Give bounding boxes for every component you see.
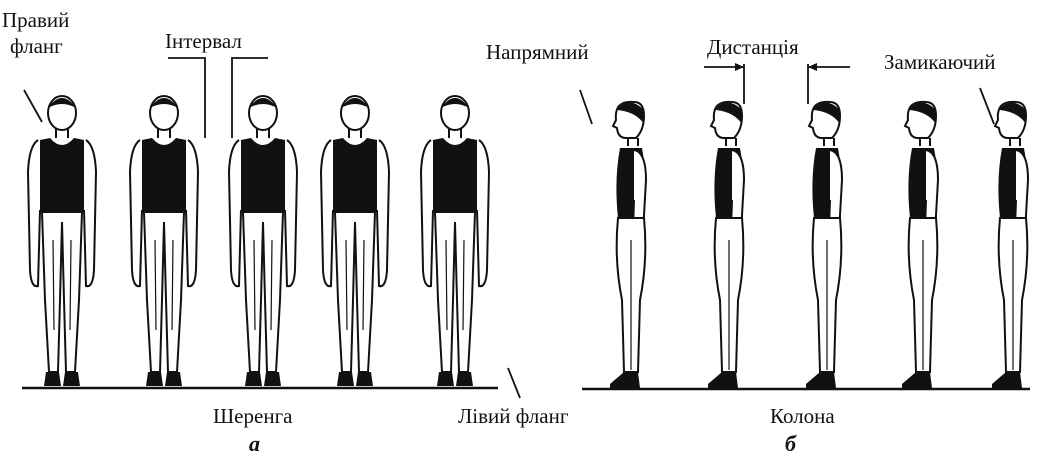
subfigure-b-label: б [785,433,796,455]
distance-label: Дистанція [707,37,799,58]
line-person-5 [421,96,489,386]
column-label: Колона [770,406,835,427]
column-person-4 [902,102,938,388]
right-flank-label-line2: фланг [10,36,63,57]
right-flank-label-line1: Правий [2,10,69,31]
column-formation-figures [610,102,1028,388]
line-person-2 [130,96,198,386]
line-formation-figures [28,96,489,386]
rear-label: Замикаючий [884,52,996,73]
column-person-3 [806,102,842,388]
rear-pointer [980,88,994,124]
column-person-2 [708,102,744,388]
guide-label: Напрямний [486,42,589,63]
column-person-5 [992,102,1028,388]
interval-label: Інтервал [165,31,242,52]
line-person-3 [229,96,297,386]
distance-marker [704,63,850,104]
left-flank-label: Лівий фланг [458,406,568,427]
left-flank-pointer [508,368,520,398]
subfigure-a-label: а [249,433,260,455]
column-person-1 [610,102,646,388]
line-formation-label: Шеренга [213,406,293,427]
line-person-4 [321,96,389,386]
line-person-1 [28,96,96,386]
guide-pointer [580,90,592,124]
right-flank-pointer [24,90,42,122]
